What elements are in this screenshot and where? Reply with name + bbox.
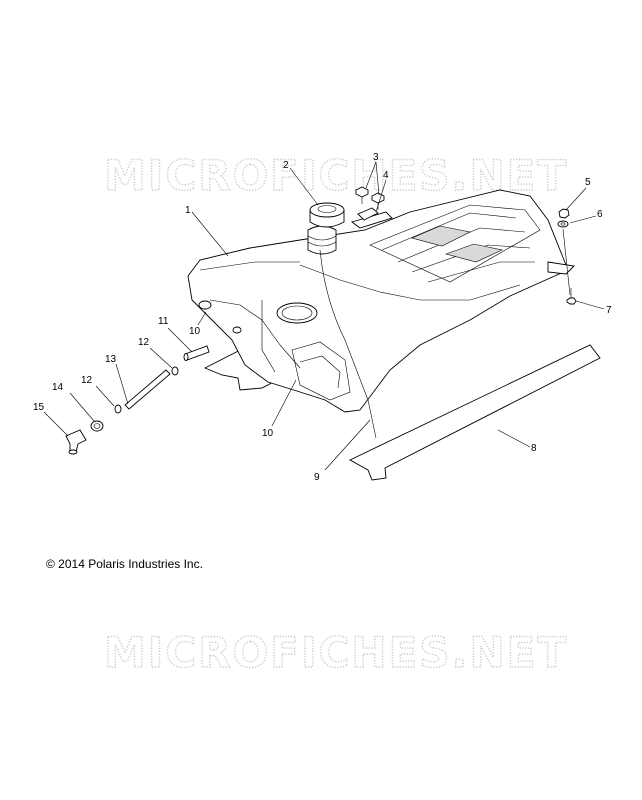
callout-5: 5 <box>585 177 591 188</box>
clamp-12b-part <box>114 404 122 414</box>
callout-7: 7 <box>606 305 612 316</box>
vent-tube-part <box>319 249 377 439</box>
copyright-notice: © 2014 Polaris Industries Inc. <box>46 557 203 571</box>
grommet-14-part <box>90 420 104 432</box>
callout-1: 1 <box>185 205 191 216</box>
callout-12b: 12 <box>81 375 93 386</box>
callout-3: 3 <box>373 152 379 163</box>
callout-9: 9 <box>314 472 320 483</box>
nut-5-part <box>558 208 570 219</box>
floor-pad-part <box>349 344 601 481</box>
fuel-tank-part <box>187 189 575 413</box>
callout-12a: 12 <box>138 337 150 348</box>
washer-6-part <box>557 220 569 228</box>
callout-10b: 10 <box>262 428 274 439</box>
fitting-11-part <box>183 345 210 361</box>
elbow-15-part <box>65 429 87 455</box>
callout-15: 15 <box>33 402 45 413</box>
clamp-12a-part <box>171 366 179 376</box>
callout-2: 2 <box>283 160 289 171</box>
callout-8: 8 <box>531 443 537 454</box>
bolt-7-part <box>566 288 577 305</box>
callout-13: 13 <box>105 354 117 365</box>
callout-4: 4 <box>383 170 389 181</box>
bracket-strap-part <box>351 207 393 229</box>
callout-14: 14 <box>52 382 64 393</box>
fuel-cap-part <box>309 202 345 228</box>
callout-6: 6 <box>597 209 603 220</box>
leader-lines <box>43 161 605 471</box>
callout-10a: 10 <box>189 326 201 337</box>
hose-13-part <box>124 369 171 410</box>
watermark-bottom: MICROFICHES.NET <box>104 628 568 677</box>
callout-11: 11 <box>158 316 169 327</box>
